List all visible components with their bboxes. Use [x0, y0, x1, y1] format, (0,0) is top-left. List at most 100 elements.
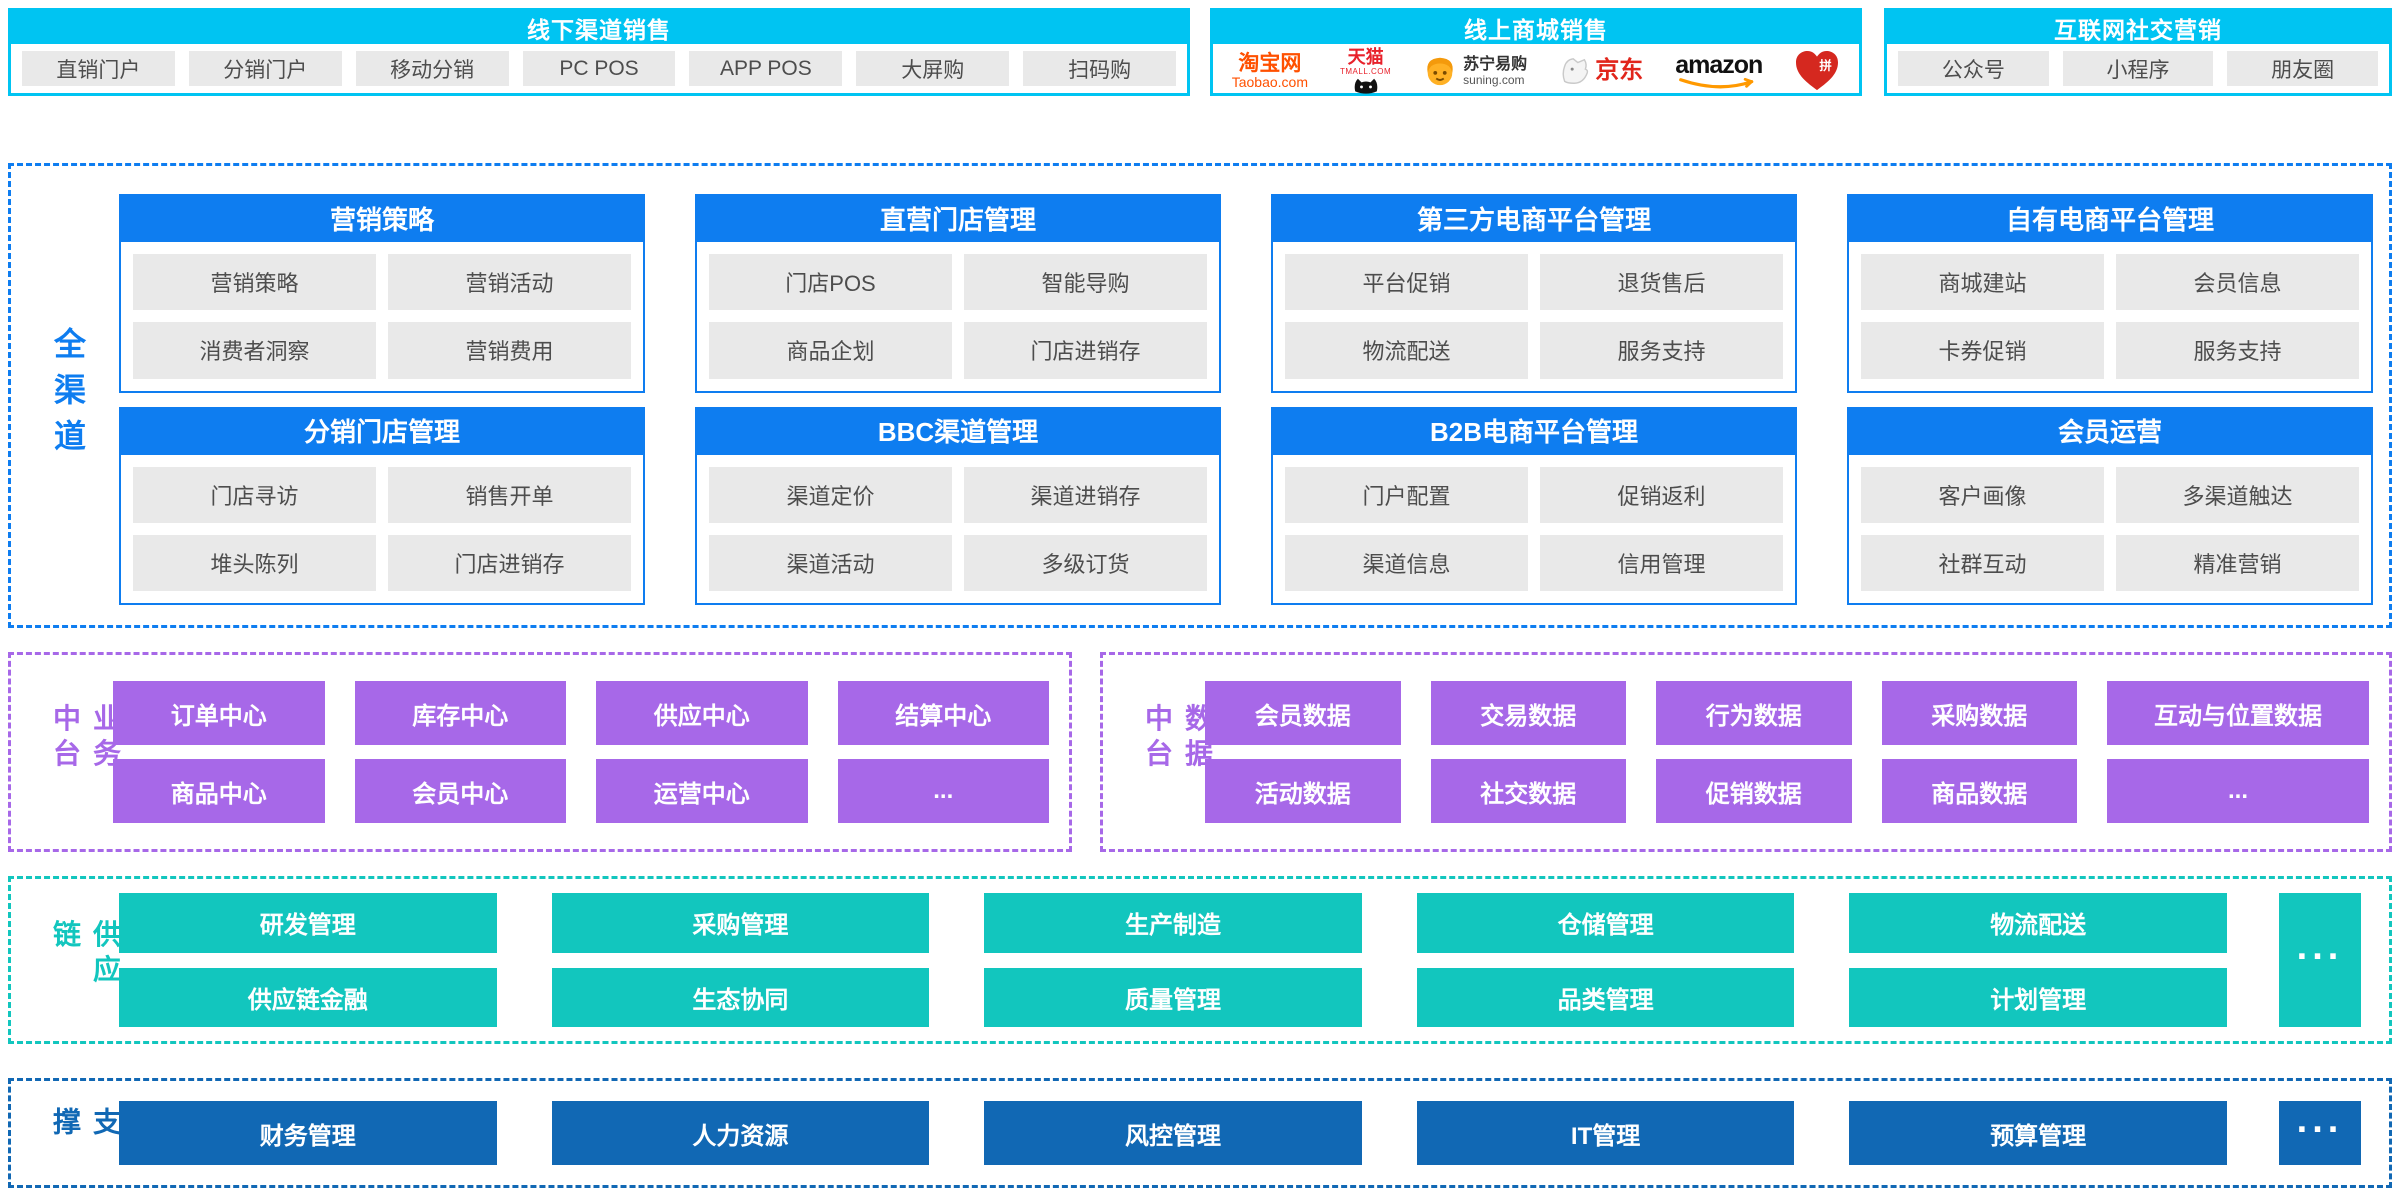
- capability-item: 社群互动: [1861, 534, 2104, 591]
- capability-item: 门店进销存: [964, 322, 1207, 379]
- social-marketing-panel: 互联网社交营销 公众号 小程序 朋友圈: [1884, 8, 2392, 96]
- capability-card-title: B2B电商平台管理: [1271, 406, 1797, 455]
- capability-item: 营销费用: [388, 322, 631, 379]
- social-marketing-items: 公众号 小程序 朋友圈: [1887, 44, 2389, 93]
- capability-card: 第三方电商平台管理 平台促销 退货售后 物流配送 服务支持: [1271, 194, 1797, 393]
- capability-card: B2B电商平台管理 门户配置 促销返利 渠道信息 信用管理: [1271, 406, 1797, 605]
- capability-item: 精准营销: [2116, 534, 2359, 591]
- data-center-grid: 会员数据 交易数据 行为数据 采购数据 互动与位置数据 活动数据 社交数据 促销…: [1205, 681, 2369, 823]
- capability-item: 门店POS: [709, 254, 952, 311]
- support-box: 风控管理: [984, 1101, 1362, 1165]
- offline-sales-items: 直销门户 分销门户 移动分销 PC POS APP POS 大屏购 扫码购: [11, 44, 1187, 93]
- taobao-name: 淘宝网: [1238, 52, 1302, 76]
- data-center-box: ...: [2107, 759, 2369, 823]
- channel-chip: 扫码购: [1023, 51, 1177, 86]
- capability-card-title: 第三方电商平台管理: [1271, 194, 1797, 242]
- capability-item: 商城建站: [1861, 254, 2104, 311]
- business-center-box: 结算中心: [837, 681, 1049, 745]
- capability-item: 促销返利: [1540, 466, 1783, 523]
- channel-chip: 分销门户: [188, 51, 342, 86]
- support-section: 支撑 财务管理 人力资源 风控管理 IT管理 预算管理 ...: [8, 1078, 2392, 1188]
- capability-card-title: 营销策略: [119, 194, 645, 242]
- capability-item: 客户画像: [1861, 466, 2104, 523]
- tmall-cat-icon: [1354, 78, 1377, 94]
- capability-item: 服务支持: [2116, 322, 2359, 379]
- supply-chain-box: 计划管理: [1849, 967, 2227, 1027]
- capability-item: 物流配送: [1285, 322, 1528, 379]
- capability-card-body: 门店寻访 销售开单 堆头陈列 门店进销存: [119, 454, 645, 605]
- capability-item: 门户配置: [1285, 466, 1528, 523]
- business-center-box: 库存中心: [354, 681, 566, 745]
- capability-item: 门店进销存: [388, 534, 631, 591]
- channel-chip: 公众号: [1898, 51, 2049, 86]
- capability-item: 多级订货: [964, 534, 1207, 591]
- business-center-box: 会员中心: [354, 759, 566, 823]
- business-center-grid: 订单中心 库存中心 供应中心 结算中心 商品中心 会员中心 运营中心 ...: [113, 681, 1049, 823]
- business-center-box: 运营中心: [596, 759, 808, 823]
- data-center-box: 活动数据: [1205, 759, 1401, 823]
- pinduoduo-heart-icon: 拼: [1796, 51, 1839, 91]
- capability-item: 服务支持: [1540, 322, 1783, 379]
- supply-chain-box: 生产制造: [984, 893, 1362, 953]
- jd-name: 京东: [1595, 57, 1644, 85]
- capability-item: 渠道信息: [1285, 534, 1528, 591]
- support-box: 财务管理: [119, 1101, 497, 1165]
- capability-card-title: 直营门店管理: [695, 194, 1221, 242]
- suning-name: 苏宁易购: [1463, 55, 1528, 73]
- data-center-section: 数据中台 会员数据 交易数据 行为数据 采购数据 互动与位置数据 活动数据 社交…: [1100, 652, 2392, 852]
- support-box: 预算管理: [1849, 1101, 2227, 1165]
- suning-logo: 苏宁易购 suning.com: [1423, 54, 1527, 88]
- suning-lion-icon: [1427, 58, 1453, 86]
- online-mall-panel: 线上商城销售 淘宝网 Taobao.com 天猫 TMALL.COM: [1210, 8, 1862, 96]
- business-center-box: ...: [837, 759, 1049, 823]
- capability-item: 退货售后: [1540, 254, 1783, 311]
- channel-chip: APP POS: [689, 51, 843, 86]
- capability-card-body: 客户画像 多渠道触达 社群互动 精准营销: [1847, 454, 2373, 605]
- channel-chip: 大屏购: [856, 51, 1010, 86]
- supply-chain-box: 研发管理: [119, 893, 497, 953]
- capability-card-body: 门店POS 智能导购 商品企划 门店进销存: [695, 242, 1221, 393]
- capability-item: 消费者洞察: [133, 322, 376, 379]
- channel-chip: 小程序: [2062, 51, 2214, 86]
- capability-item: 营销策略: [133, 254, 376, 311]
- taobao-domain: Taobao.com: [1231, 74, 1308, 91]
- capability-card: 自有电商平台管理 商城建站 会员信息 卡券促销 服务支持: [1847, 194, 2373, 393]
- capability-card-body: 门户配置 促销返利 渠道信息 信用管理: [1271, 454, 1797, 605]
- pinduoduo-char: 拼: [1820, 58, 1833, 73]
- business-center-box: 订单中心: [113, 681, 325, 745]
- omnichannel-card-grid: 营销策略 营销策略 营销活动 消费者洞察 营销费用 直营门店管理 门店POS 智…: [119, 194, 2373, 605]
- capability-card: BBC渠道管理 渠道定价 渠道进销存 渠道活动 多级订货: [695, 406, 1221, 605]
- capability-card-title: 会员运营: [1847, 406, 2373, 455]
- capability-card-body: 平台促销 退货售后 物流配送 服务支持: [1271, 242, 1797, 393]
- marketplace-logo-row: 淘宝网 Taobao.com 天猫 TMALL.COM: [1213, 44, 1859, 99]
- data-center-box: 采购数据: [1881, 681, 2078, 745]
- supply-chain-section: 供应链 研发管理 采购管理 生产制造 仓储管理 物流配送 供应链金融 生态协同 …: [8, 876, 2392, 1044]
- capability-card-body: 渠道定价 渠道进销存 渠道活动 多级订货: [695, 454, 1221, 605]
- support-grid: 财务管理 人力资源 风控管理 IT管理 预算管理: [119, 1101, 2227, 1165]
- jd-dog-icon: [1562, 58, 1589, 85]
- supply-chain-more-box: ...: [2279, 893, 2361, 1027]
- ellipsis-more: ...: [2296, 925, 2344, 968]
- tmall-name: 天猫: [1347, 47, 1384, 67]
- pinduoduo-logo: 拼: [1794, 50, 1840, 92]
- capability-card-body: 商城建站 会员信息 卡券促销 服务支持: [1847, 242, 2373, 393]
- support-box: 人力资源: [551, 1101, 930, 1165]
- capability-card-body: 营销策略 营销活动 消费者洞察 营销费用: [119, 242, 645, 393]
- capability-card-title: 自有电商平台管理: [1847, 194, 2373, 242]
- capability-item: 堆头陈列: [133, 534, 376, 591]
- supply-chain-box: 物流配送: [1849, 893, 2227, 953]
- online-mall-title: 线上商城销售: [1213, 11, 1859, 44]
- jd-logo: 京东: [1559, 55, 1643, 87]
- supply-chain-box: 供应链金融: [119, 967, 497, 1027]
- capability-item: 卡券促销: [1861, 322, 2104, 379]
- business-center-box: 供应中心: [596, 681, 808, 745]
- channel-chip: 直销门户: [22, 51, 175, 86]
- support-more-box: ...: [2279, 1099, 2361, 1165]
- supply-chain-box: 生态协同: [551, 967, 930, 1027]
- capability-card: 会员运营 客户画像 多渠道触达 社群互动 精准营销: [1847, 406, 2373, 605]
- capability-item: 会员信息: [2116, 254, 2359, 311]
- tmall-domain: TMALL.COM: [1340, 66, 1392, 76]
- business-center-box: 商品中心: [113, 759, 325, 823]
- supply-chain-grid: 研发管理 采购管理 生产制造 仓储管理 物流配送 供应链金融 生态协同 质量管理…: [119, 893, 2227, 1027]
